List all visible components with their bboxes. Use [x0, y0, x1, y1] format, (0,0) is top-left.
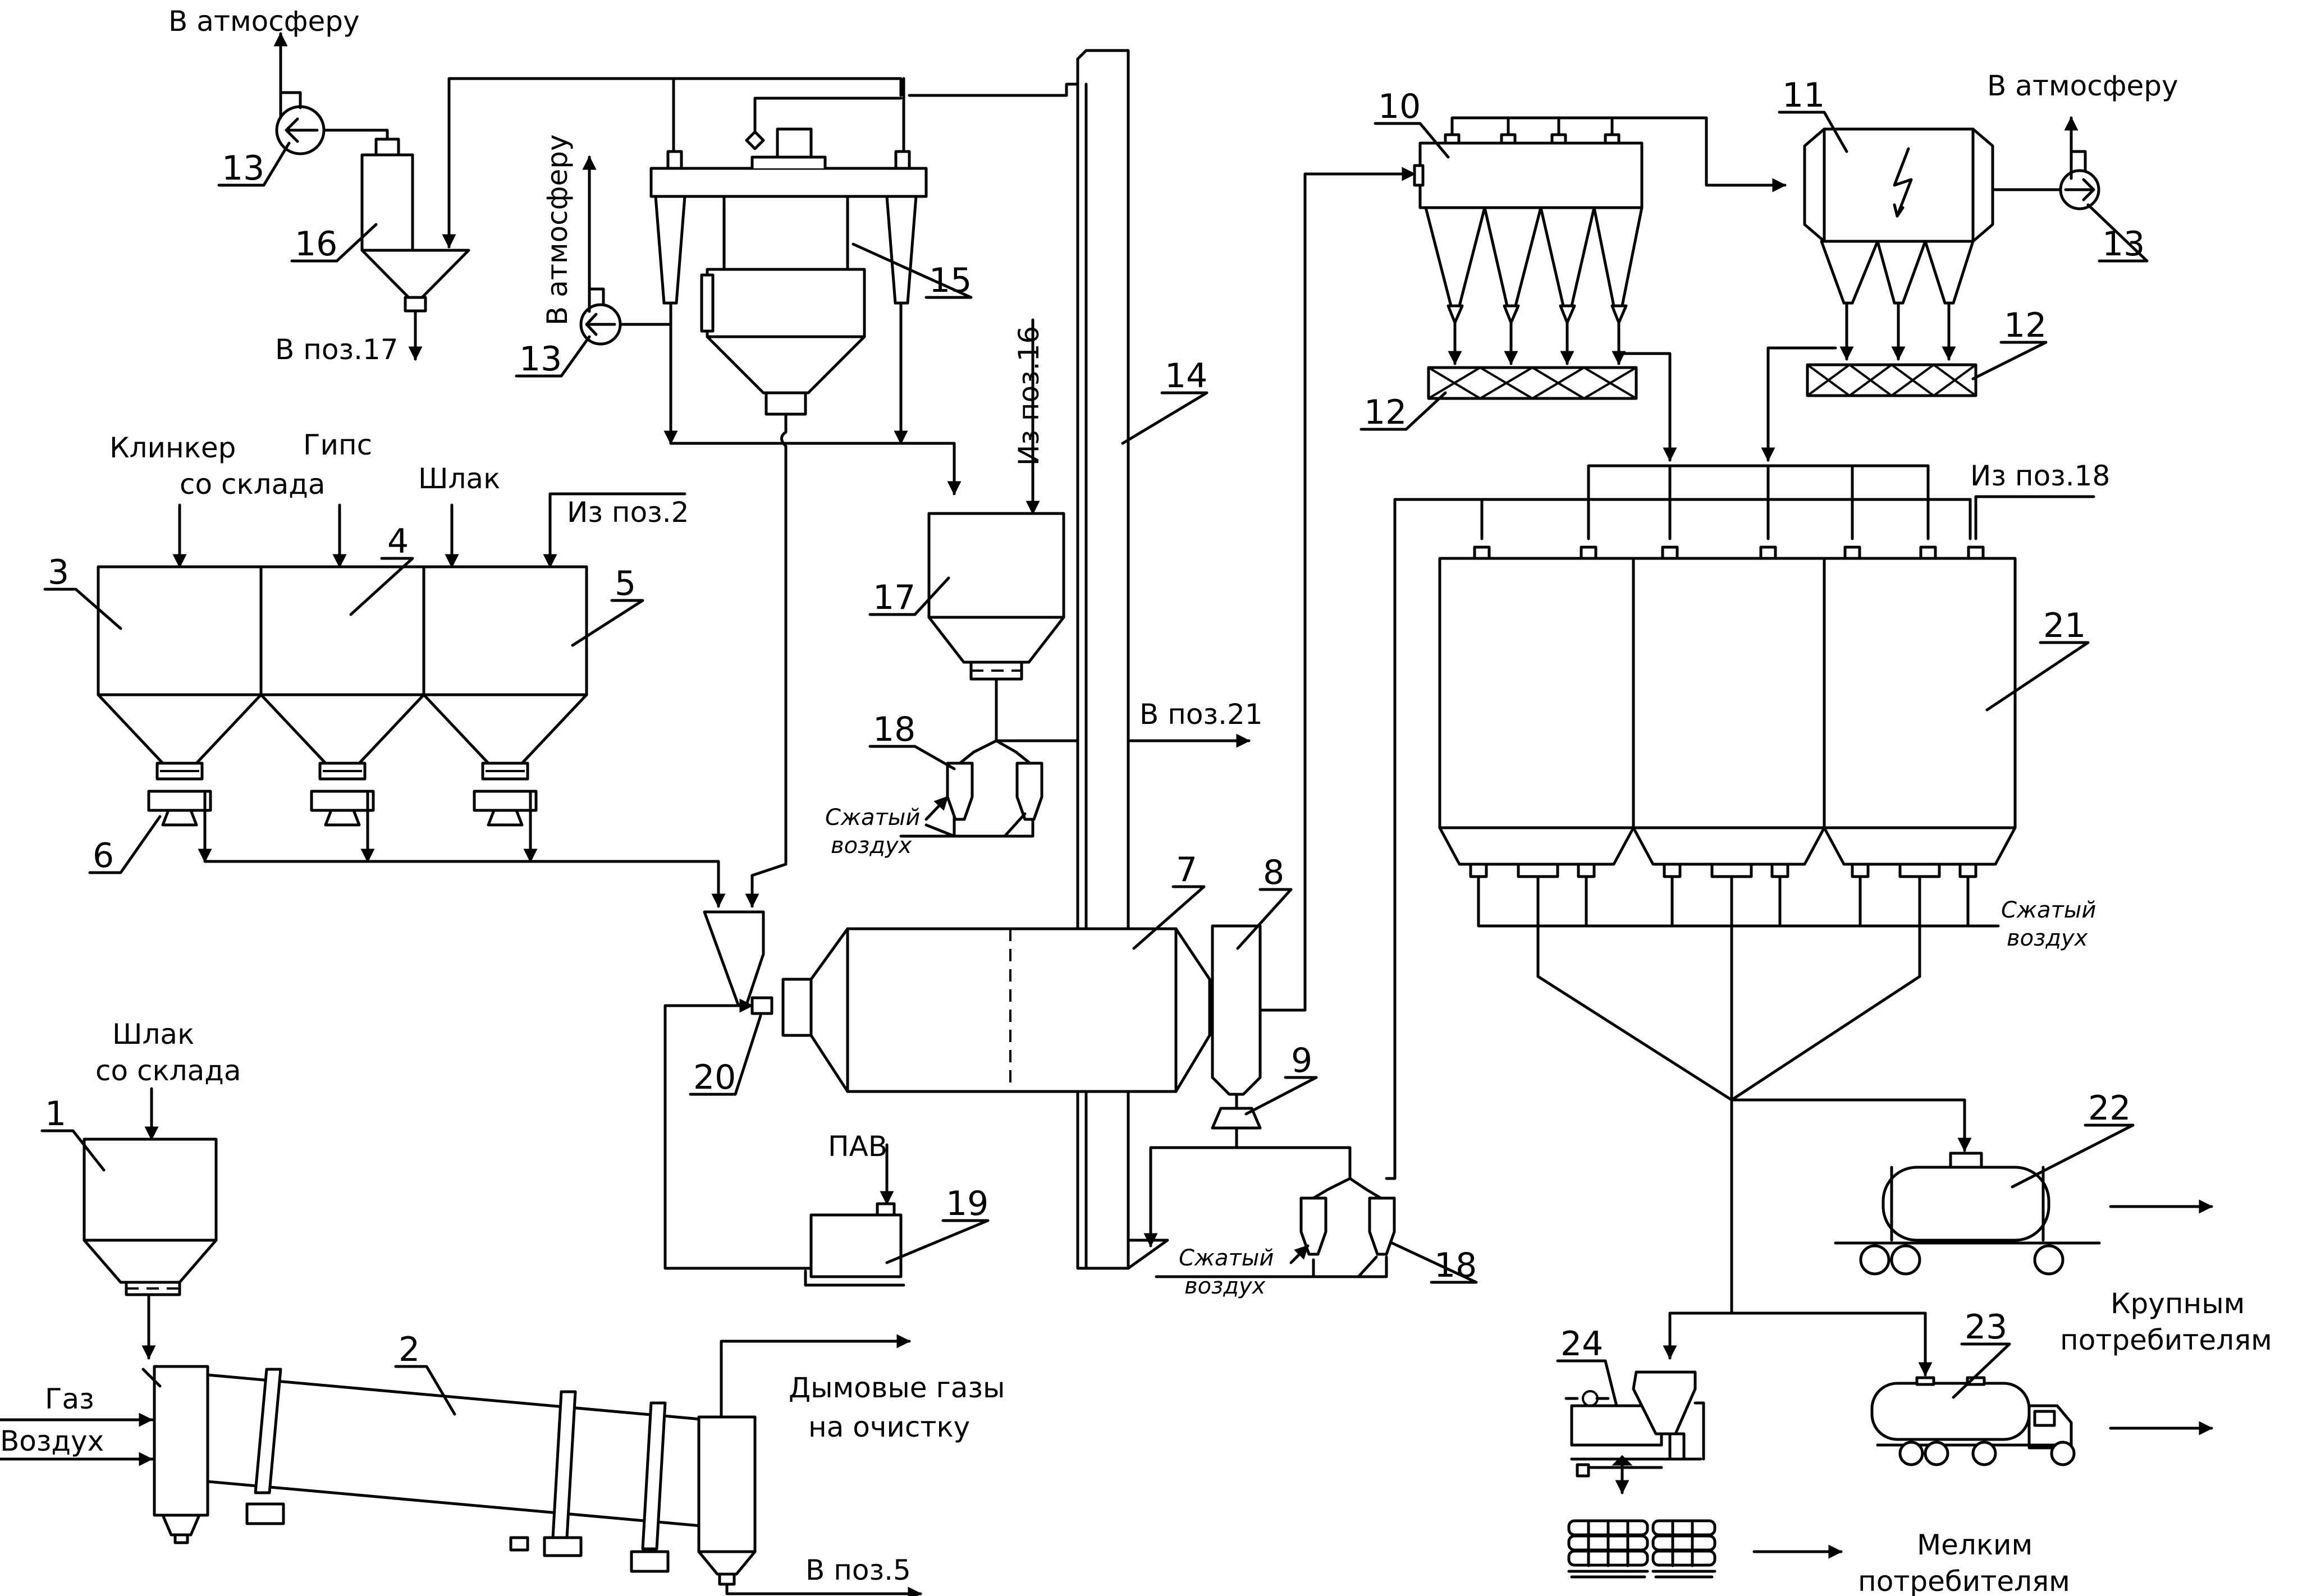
pos-12-right: 12 [2004, 306, 2047, 345]
pos-21: 21 [2043, 606, 2086, 645]
pos-2: 2 [399, 1330, 420, 1369]
label-to-atmosphere: В атмосферу [168, 5, 360, 38]
label-air-word-3: воздух [2007, 925, 2088, 951]
pos-9: 9 [1291, 1041, 1312, 1080]
pos-17: 17 [873, 578, 915, 617]
cyclone-kiln [697, 1334, 922, 1596]
label-flue-gas-2: на очистку [808, 1411, 970, 1443]
pos-4: 4 [387, 522, 409, 561]
silos-21 [1438, 464, 2095, 1315]
surfactant-tank-19 [663, 998, 905, 1287]
rotary-kiln-2 [0, 1365, 709, 1573]
separator-8 [1211, 167, 1416, 1096]
pos-14: 14 [1165, 356, 1207, 396]
truck-tank-23 [1663, 1311, 2213, 1466]
pos-13-c: 13 [2102, 224, 2145, 264]
feed-arrows-3-5 [178, 492, 686, 568]
label-air-word: воздух [831, 833, 912, 859]
pos-12-left: 12 [1364, 393, 1407, 432]
hopper-1 [83, 1087, 218, 1360]
pos-24: 24 [1560, 1324, 1603, 1364]
label-big-consumers-1: Крупным [2111, 1287, 2245, 1320]
bag-filter-16 [360, 137, 470, 361]
bins-3-4-5 [97, 565, 588, 765]
pos-20: 20 [693, 1058, 736, 1097]
pos-7: 7 [1176, 850, 1197, 889]
label-to-pos21: В поз.21 [1139, 698, 1263, 731]
return-line-15 [745, 412, 788, 908]
label-to-pos5: В поз.5 [805, 1554, 911, 1586]
pos-5: 5 [615, 564, 636, 603]
fan-13-top-left [277, 34, 389, 155]
rail-tank-22 [1730, 1098, 2213, 1276]
pos-18-upper: 18 [873, 710, 915, 749]
bag-pallets [1567, 1519, 1843, 1579]
label-clinker: Клинкер [109, 432, 236, 464]
label-gas: Газ [45, 1383, 94, 1415]
pos-16: 16 [295, 224, 337, 264]
label-big-consumers-2: потребителям [2060, 1324, 2272, 1356]
pos-13-b: 13 [519, 340, 562, 379]
pos-23: 23 [1965, 1308, 2007, 1347]
label-to-atmosphere-2: В атмосферу [541, 134, 574, 325]
ball-mill-7 [703, 910, 1211, 1093]
label-from-pos16: Из поз.16 [1013, 326, 1045, 466]
pos-22: 22 [2088, 1089, 2131, 1128]
label-compressed-air-2: Сжатый [1179, 1245, 1274, 1271]
label-surfactant: ПАВ [828, 1130, 887, 1163]
label-to-pos17: В поз.17 [275, 333, 399, 366]
label-from-store-2: со склада [95, 1054, 241, 1087]
separator-15 [649, 77, 928, 416]
pos-1: 1 [45, 1094, 66, 1134]
label-from-store: со склада [180, 468, 325, 501]
feeders-6 [147, 762, 538, 827]
label-compressed-air-3: Сжатый [2001, 897, 2096, 923]
fan-13-mid [581, 157, 672, 346]
cyclone-unit-10 [1413, 116, 1787, 365]
label-air: Воздух [0, 1425, 104, 1457]
text-labels: В атмосферу В поз.17 В атмосферу Из поз.… [0, 5, 2272, 1596]
conveyor-12-left [1427, 352, 1677, 462]
pos-13-a: 13 [222, 149, 264, 188]
label-compressed-air: Сжатый [825, 805, 920, 831]
pos-6: 6 [93, 836, 114, 875]
collector-line-mill [203, 790, 720, 905]
fan-13-right [1991, 118, 2100, 210]
label-from-pos18: Из поз.18 [1970, 460, 2110, 492]
pos-19: 19 [946, 1184, 988, 1223]
label-slag-2: Шлак [112, 1018, 194, 1051]
conveyor-12-right [1761, 346, 1977, 462]
label-to-atmosphere-3: В атмосферу [1987, 70, 2178, 102]
pos-10: 10 [1378, 87, 1421, 126]
label-air-word-2: воздух [1184, 1273, 1266, 1299]
feeder-9 [1143, 1093, 1352, 1248]
label-gypsum: Гипс [303, 429, 372, 461]
pos-11: 11 [1782, 76, 1825, 115]
label-slag: Шлак [418, 462, 500, 495]
label-small-consumers-2: потребителям [1858, 1565, 2070, 1596]
pneumatic-pumps-18-lower [1155, 498, 1484, 1278]
label-flue-gas-1: Дымовые газы [789, 1372, 1005, 1404]
electrofilter-11 [1803, 127, 1994, 361]
packing-machine-24 [1564, 1370, 1705, 1494]
label-from-pos2: Из поз.2 [567, 496, 689, 529]
top-header-line [447, 77, 1079, 97]
position-numbers: 1 2 3 4 5 6 7 8 9 10 11 12 12 13 13 13 1… [40, 76, 2149, 1416]
pos-3: 3 [48, 553, 69, 592]
bin-17 [927, 318, 1065, 742]
pneumatic-pumps-18-upper [899, 739, 1043, 838]
label-small-consumers-1: Мелким [1917, 1529, 2033, 1561]
pos-8: 8 [1263, 853, 1284, 892]
